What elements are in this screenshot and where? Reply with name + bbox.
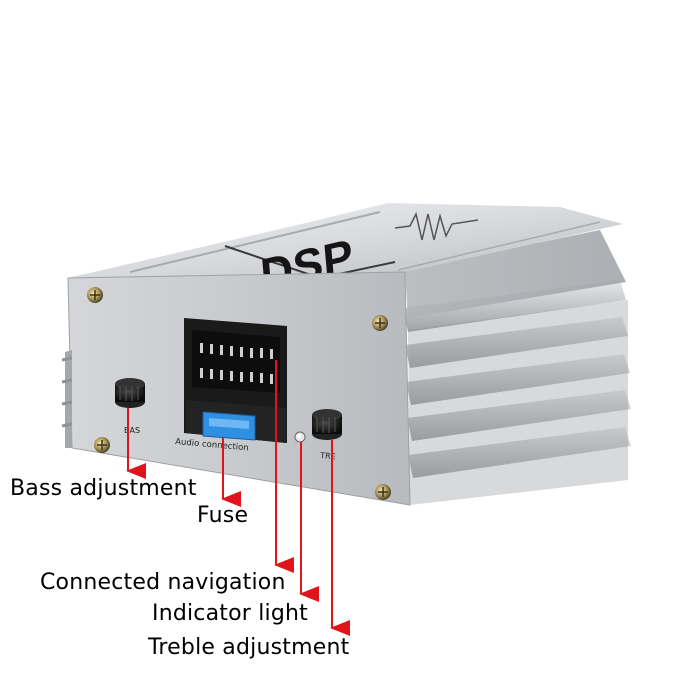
blade-fuse <box>202 411 256 441</box>
bass-adjustment-caption: Bass adjustment <box>10 476 197 501</box>
screw-top-right <box>372 315 388 331</box>
treble-knob <box>312 409 342 440</box>
screw-bottom-left <box>94 437 110 453</box>
indicator-light-caption: Indicator light <box>152 601 308 626</box>
fuse-caption: Fuse <box>197 503 249 528</box>
connected-navigation-caption: Connected navigation <box>40 570 286 595</box>
screw-bottom-right <box>375 484 391 500</box>
tre-label: TRE <box>319 451 336 461</box>
treble-adjustment-caption: Treble adjustment <box>148 635 350 660</box>
heatsink-fins <box>403 230 631 505</box>
indicator-light <box>294 431 306 443</box>
top-surface: DSP <box>68 203 623 302</box>
bass-knob <box>115 378 145 408</box>
callout-arrows <box>126 360 350 636</box>
screw-top-left <box>87 287 103 303</box>
bas-label: BAS <box>124 426 140 435</box>
